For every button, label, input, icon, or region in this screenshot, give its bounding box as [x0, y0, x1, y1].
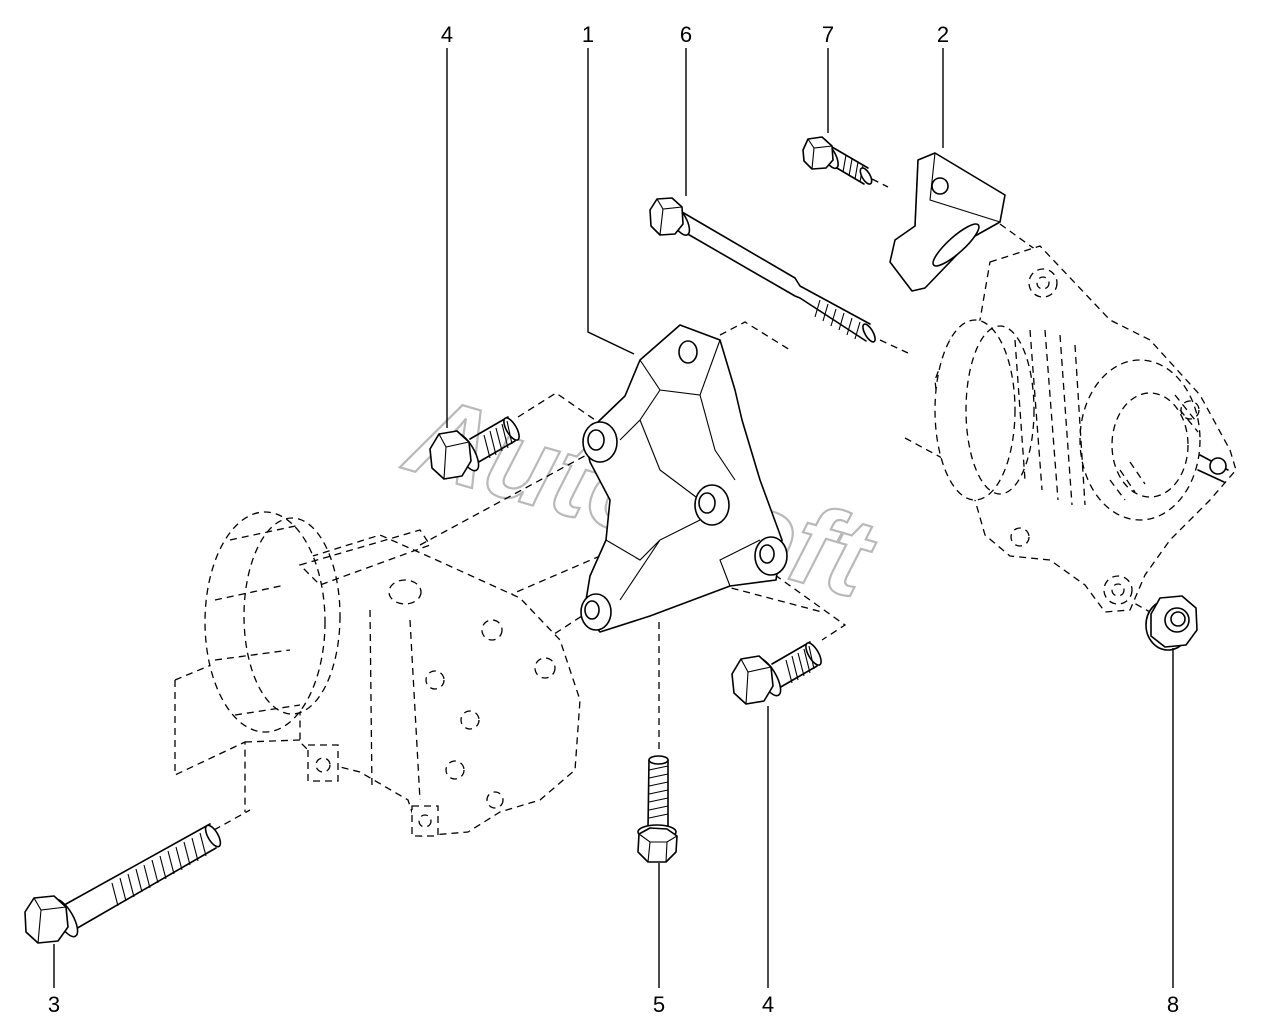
leader-lines — [53, 48, 1174, 988]
bolt-3-tip — [204, 824, 222, 848]
bolt-5-thread — [648, 765, 669, 819]
bracket-1-ribs — [605, 339, 761, 601]
bolt-3-shank — [65, 823, 217, 931]
bolt-7-tip — [859, 167, 873, 185]
alternator-mount-hole-bottom — [1111, 583, 1125, 597]
alignment-bracket1-top — [719, 321, 791, 351]
compressor-mount-ear-front — [307, 744, 339, 782]
alignment-compressor-upper — [419, 451, 593, 546]
part-8-nut — [1145, 595, 1198, 651]
boss-bore — [587, 429, 605, 451]
callout-2: 2 — [937, 22, 949, 47]
callout-4-lower: 4 — [762, 992, 774, 1017]
bracket-1-boss-right — [754, 536, 788, 576]
compressor-pulley-inner — [243, 517, 341, 715]
ac-compressor — [204, 511, 581, 837]
alignment-bracket2-alternator — [999, 223, 1037, 251]
alternator-rear-cover — [1111, 392, 1189, 498]
alternator-terminal-nut — [1209, 457, 1227, 475]
callout-5: 5 — [653, 992, 665, 1017]
bracket-1-boss-lower-left — [580, 593, 612, 631]
bolt-6-head — [649, 197, 684, 236]
bracket-1-top-hole — [678, 340, 698, 364]
callout-7: 7 — [822, 22, 834, 47]
callout-6: 6 — [680, 22, 692, 47]
alignment-bolt7 — [871, 178, 889, 188]
bracket-1-boss-upper-left — [582, 421, 618, 463]
compressor-top-fitting — [388, 579, 422, 605]
compressor-centre-seam — [369, 609, 421, 801]
alternator-rear-housing — [1079, 359, 1201, 521]
callout-4-upper: 4 — [441, 22, 453, 47]
bracket-2-slot — [932, 223, 980, 267]
compressor-mount-hole-rear — [418, 814, 432, 828]
compressor-boss-1 — [481, 619, 503, 641]
bolt-3-thread — [111, 832, 207, 907]
bolt-7-head — [802, 136, 834, 170]
compressor-boss-3 — [460, 710, 480, 730]
compressor-boss-6 — [425, 670, 445, 690]
compressor-support-box — [174, 657, 301, 812]
bolt-5-head-edges — [638, 833, 678, 863]
callout-3: 3 — [48, 992, 60, 1017]
alignment-bolt4-top — [517, 392, 599, 423]
leader-1 — [587, 48, 635, 355]
alternator — [934, 245, 1237, 613]
bolt-6-tip — [862, 323, 876, 343]
alignment-bracket-lower-right — [719, 584, 823, 613]
bolt-7-head-edges — [807, 138, 833, 170]
bracket-1-boss-middle — [694, 484, 730, 526]
part-6-long-bolt — [649, 197, 876, 343]
bracket-2-plate — [889, 152, 1006, 292]
bracket-2-hole — [931, 177, 949, 195]
alternator-rear-vents — [1109, 394, 1199, 501]
callout-8: 8 — [1167, 992, 1179, 1017]
bolt-3-head — [24, 895, 69, 944]
boss-bore — [698, 492, 716, 514]
boss-bore — [584, 600, 600, 620]
part-3-long-bolt — [24, 823, 222, 944]
alignment-bolt3 — [213, 809, 251, 831]
alternator-mount-hole-top — [1036, 276, 1050, 290]
compressor-mount-hole-front — [315, 757, 331, 773]
alignment-bracket-right — [774, 574, 847, 641]
callout-1: 1 — [582, 22, 594, 47]
callout-numbers: 4 1 6 7 2 3 5 4 8 — [48, 22, 1179, 1017]
bolt-7-thread — [842, 154, 864, 183]
compressor-mount-ear-rear — [411, 805, 439, 837]
alternator-rear-boss — [1180, 400, 1200, 420]
alternator-mount-ear-top — [1028, 268, 1058, 298]
part-7-bolt — [802, 136, 873, 185]
compressor-boss-4 — [445, 760, 465, 780]
compressor-body — [299, 534, 581, 837]
bracket-2-bend — [914, 152, 1001, 227]
compressor-boss-2 — [534, 657, 556, 679]
boss-bore — [759, 544, 775, 564]
part-4-bolt-lower — [731, 639, 825, 705]
nut-8-bore-inner — [1170, 611, 1186, 627]
part-5-bolt — [637, 755, 678, 863]
bolt-5-head — [637, 827, 678, 863]
alternator-pulley-inner — [965, 325, 1035, 495]
bolt-6-thread — [814, 299, 861, 340]
bolt-6-head-edges — [656, 198, 683, 236]
alternator-mount-ear-bottom — [1103, 575, 1133, 605]
alignment-bolt6 — [879, 339, 909, 354]
alternator-fan-fins — [1014, 329, 1086, 506]
bolt-3-head-edges — [33, 897, 67, 944]
part-2-adjusting-bracket — [889, 152, 1006, 292]
compressor-pulley-outer — [204, 511, 326, 733]
bolt-5-tip — [648, 755, 669, 765]
compressor-top-rail — [298, 529, 431, 586]
alternator-pulley-outer — [934, 319, 1016, 501]
bolt-5-shank — [647, 759, 669, 829]
part-1-main-bracket — [580, 324, 788, 633]
alternator-mount-ear-lower-left — [1010, 527, 1030, 547]
compressor-boss-5 — [486, 791, 504, 809]
